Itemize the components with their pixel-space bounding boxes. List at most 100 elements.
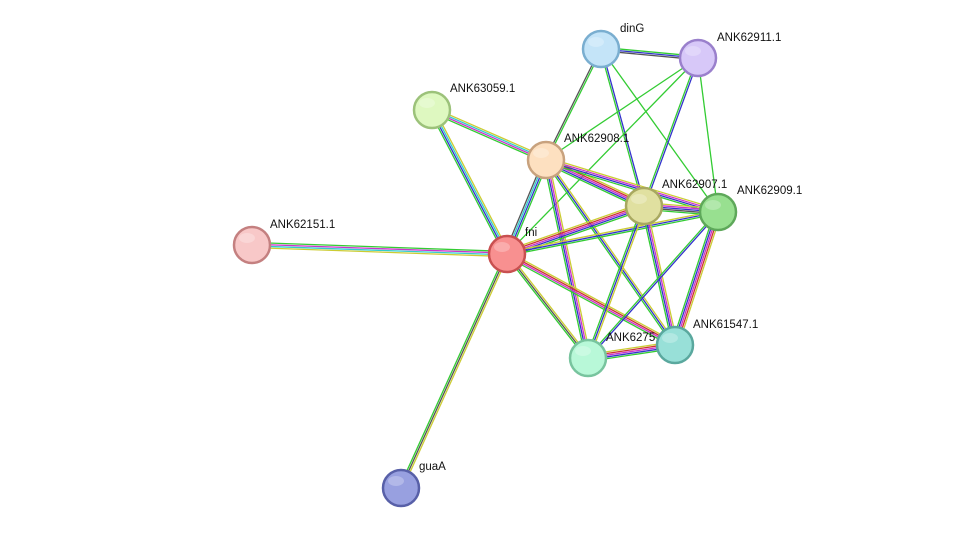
edge-evidence-line xyxy=(506,205,645,255)
edge-evidence-line xyxy=(252,243,508,254)
edge-evidence-line xyxy=(506,203,644,254)
node-layer: dinG ANK62911.1ANK63059.1ANK62908.1ANK629… xyxy=(232,23,802,508)
edge-ANK62907.1-ANK6275x xyxy=(585,205,647,359)
node-highlight xyxy=(685,46,701,56)
edge-evidence-line xyxy=(546,158,677,345)
edge-ANK62911.1-ANK62908.1 xyxy=(545,57,699,161)
edge-evidence-line xyxy=(588,206,647,359)
node-circle-ank62907-1[interactable] xyxy=(624,186,664,226)
edge-evidence-line xyxy=(674,211,719,346)
edge-evidence-line xyxy=(251,246,507,258)
node-ank61547-1[interactable]: ANK61547.1 xyxy=(655,319,758,365)
node-ank62907-1[interactable]: ANK62907.1 xyxy=(624,179,727,226)
node-ank62911-1[interactable]: ANK62911.1 xyxy=(678,32,781,78)
edge-evidence-line xyxy=(545,160,718,214)
edge-evidence-line xyxy=(677,212,722,347)
edge-ANK62911.1-ANK62907.1 xyxy=(642,57,700,207)
edge-evidence-line xyxy=(506,253,589,359)
node-circle-ank63059-1[interactable] xyxy=(412,90,452,130)
edge-fni-ANK61547.1 xyxy=(505,251,677,348)
edge-evidence-line xyxy=(642,57,698,206)
edge-dinG-ANK62909.1 xyxy=(600,48,719,213)
edge-ANK62908.1-ANK61547.1 xyxy=(544,158,677,347)
node-guaa[interactable]: guaA xyxy=(381,461,446,508)
edge-evidence-line xyxy=(507,213,719,257)
edge-evidence-line xyxy=(431,110,546,162)
node-circle-ank62151-1[interactable] xyxy=(232,225,272,265)
edge-evidence-line xyxy=(546,158,719,212)
edge-layer xyxy=(251,46,722,489)
node-highlight xyxy=(705,200,721,210)
node-circle-ank62911-1[interactable] xyxy=(678,38,718,78)
node-label-guaa: guaA xyxy=(419,461,446,473)
node-highlight xyxy=(494,242,510,252)
edge-evidence-line xyxy=(546,159,590,358)
edge-evidence-line xyxy=(642,206,675,346)
edge-fni-guaA xyxy=(398,253,510,489)
node-label-ding: dinG xyxy=(620,23,644,35)
node-circle-ank61547-1[interactable] xyxy=(655,325,695,365)
edge-evidence-line xyxy=(505,202,644,252)
edge-evidence-line xyxy=(507,251,677,344)
node-label-ank62911-1: ANK62911.1 xyxy=(717,32,781,44)
node-circle-ank62908-1[interactable] xyxy=(526,140,566,180)
node-label-ank62908-1: ANK62908.1 xyxy=(564,133,629,145)
edge-evidence-line xyxy=(544,48,601,160)
edge-evidence-line xyxy=(587,205,645,359)
edge-ANK62909.1-ANK6275x xyxy=(586,211,720,359)
edge-evidence-line xyxy=(545,159,676,346)
node-ank62908-1[interactable]: ANK62908.1 xyxy=(526,133,629,180)
edge-evidence-line xyxy=(671,210,716,345)
edge-evidence-line xyxy=(505,254,588,360)
node-circle-ding[interactable] xyxy=(581,29,621,69)
node-ank62909-1[interactable]: ANK62909.1 xyxy=(698,185,802,232)
node-label-ank63059-1: ANK63059.1 xyxy=(450,83,515,95)
node-ding[interactable]: dinG xyxy=(581,23,644,69)
edge-evidence-line xyxy=(432,108,547,160)
edge-evidence-line xyxy=(546,156,719,211)
edge-evidence-line xyxy=(644,58,700,207)
node-circle-ank62909-1[interactable] xyxy=(698,192,738,232)
node-circle-ank6275x[interactable] xyxy=(568,338,608,378)
edge-evidence-line xyxy=(600,48,719,213)
node-highlight xyxy=(631,194,647,204)
edge-evidence-line xyxy=(430,111,546,163)
edge-dinG-ANK62908.1 xyxy=(544,48,603,161)
edge-evidence-line xyxy=(507,252,676,345)
edge-evidence-line xyxy=(506,211,719,255)
node-highlight xyxy=(575,346,591,356)
edge-evidence-line xyxy=(640,206,674,346)
edge-evidence-line xyxy=(433,108,510,254)
edge-evidence-line xyxy=(588,212,720,359)
node-fni[interactable]: fni xyxy=(487,227,537,274)
node-highlight xyxy=(419,98,435,108)
edge-evidence-line xyxy=(432,107,548,159)
edge-fni-ANK62151.1 xyxy=(251,241,508,258)
edge-evidence-line xyxy=(675,212,721,346)
edge-evidence-line xyxy=(645,205,679,345)
edge-evidence-line xyxy=(401,254,510,489)
node-ank63059-1[interactable]: ANK63059.1 xyxy=(412,83,515,130)
edge-fni-ANK62909.1 xyxy=(506,209,719,257)
edge-ANK62911.1-fni xyxy=(506,57,699,255)
node-ank6275x[interactable]: ANK6275 xyxy=(568,332,655,378)
edge-evidence-line xyxy=(398,253,507,488)
edge-ANK63059.1-fni xyxy=(429,108,510,256)
edge-evidence-line xyxy=(400,253,508,489)
node-highlight xyxy=(662,333,678,343)
edge-evidence-line xyxy=(586,211,718,358)
edge-evidence-line xyxy=(506,209,718,253)
node-label-fni: fni xyxy=(525,227,537,239)
node-highlight xyxy=(388,476,404,486)
node-label-ank62909-1: ANK62909.1 xyxy=(737,185,802,197)
edge-ANK62908.1-ANK6275x xyxy=(542,159,592,359)
edge-evidence-line xyxy=(252,241,508,253)
edge-evidence-line xyxy=(544,160,675,347)
edge-ANK62909.1-ANK61547.1 xyxy=(671,210,722,347)
edge-evidence-line xyxy=(430,110,507,255)
node-ank62151-1[interactable]: ANK62151.1 xyxy=(232,219,335,265)
node-circle-fni[interactable] xyxy=(487,234,527,274)
node-circle-guaa[interactable] xyxy=(381,468,421,508)
edge-evidence-line xyxy=(545,57,699,161)
